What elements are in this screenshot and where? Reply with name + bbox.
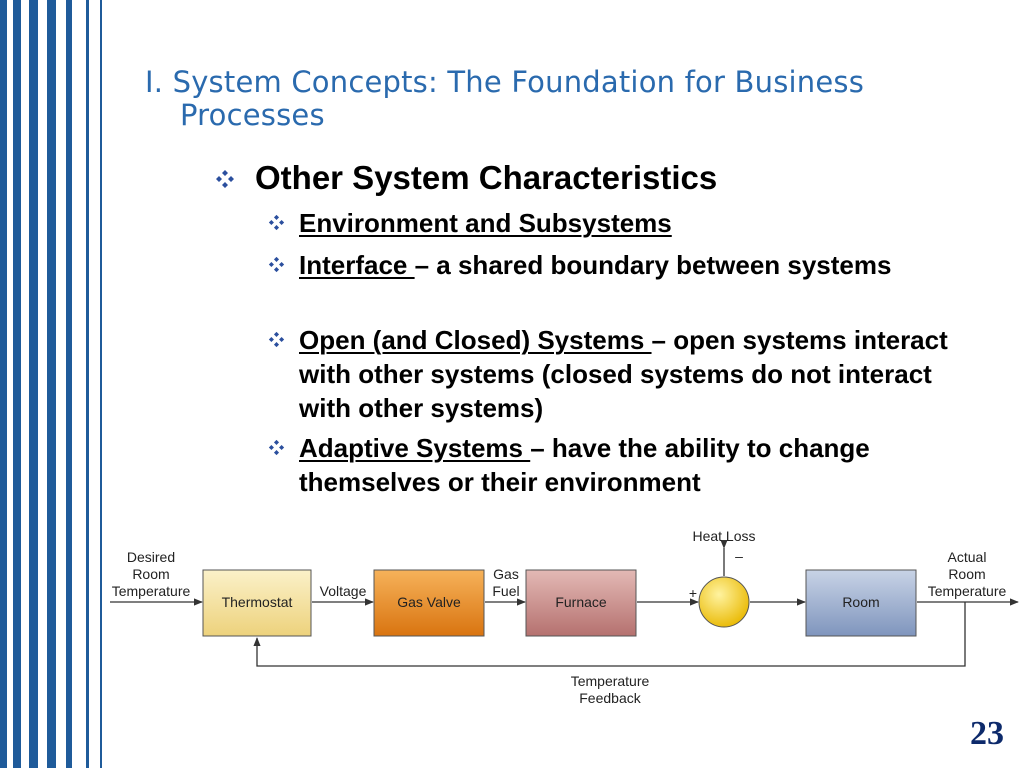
sub-bullet-interface: Interface – a shared boundary between sy… [268, 248, 983, 282]
feedback-loop-line [253, 602, 966, 667]
feedback-label-line1: Temperature [571, 673, 650, 689]
thermostat-label: Thermostat [222, 594, 293, 610]
output-label-line1: Actual [948, 549, 987, 565]
output-label-line3: Temperature [928, 583, 1007, 599]
left-stripe-2 [13, 0, 21, 768]
sub-bullet-term: Open (and Closed) Systems [299, 325, 652, 355]
slide-title-line2: Processes [180, 98, 325, 132]
four-diamond-bullet-icon [268, 214, 285, 231]
summing-junction [698, 576, 750, 628]
input-label-line1: Desired [127, 549, 175, 565]
left-stripe-7 [100, 0, 102, 768]
furnace-block [525, 569, 637, 637]
thermostat-block [202, 569, 312, 637]
gas-valve-label: Gas Valve [397, 594, 461, 610]
gas-fuel-label-line2: Fuel [492, 583, 519, 599]
left-stripe-1 [0, 0, 7, 768]
gas-fuel-label-line1: Gas [493, 566, 519, 582]
left-stripe-5 [66, 0, 72, 768]
sub-bullet-term: Environment and Subsystems [299, 208, 672, 238]
sub-bullet-environment: Environment and Subsystems [268, 206, 983, 240]
feedback-label-line2: Feedback [579, 690, 641, 706]
furnace-label: Furnace [555, 594, 607, 610]
input-label-line2: Room [132, 566, 169, 582]
sub-bullet-term: Adaptive Systems [299, 433, 531, 463]
left-stripe-6 [86, 0, 89, 768]
sub-bullet-rest: – a shared boundary between systems [414, 250, 892, 280]
room-label: Room [842, 594, 879, 610]
main-bullet: Other System Characteristics [215, 158, 815, 198]
room-block [805, 569, 917, 637]
minus-sign: – [735, 548, 743, 564]
four-diamond-bullet-icon [268, 256, 285, 273]
four-diamond-bullet-icon [268, 439, 285, 456]
left-stripe-4 [47, 0, 56, 768]
voltage-label: Voltage [320, 583, 367, 599]
plus-sign: + [689, 585, 697, 601]
gas-valve-block [373, 569, 485, 637]
feedback-control-diagram: Desired Room Temperature Thermostat Volt… [110, 528, 1019, 706]
input-label-line3: Temperature [112, 583, 191, 599]
slide-title: I. System Concepts: The Foundation for B… [145, 66, 1005, 132]
slide-title-line1: I. System Concepts: The Foundation for B… [145, 65, 865, 99]
main-bullet-text: Other System Characteristics [255, 159, 718, 196]
page-number: 23 [970, 715, 1004, 752]
sub-bullet-rest: – have the ability to change themselves … [299, 433, 870, 497]
sub-bullet-rest: – open systems interact with other syste… [299, 325, 948, 423]
output-label-line2: Room [948, 566, 985, 582]
sub-bullet-term: Interface [299, 250, 415, 280]
four-diamond-bullet-icon [268, 331, 285, 348]
sub-bullet-open-closed: Open (and Closed) Systems – open systems… [268, 323, 983, 425]
sub-bullet-adaptive: Adaptive Systems – have the ability to c… [268, 431, 983, 499]
left-stripe-3 [29, 0, 38, 768]
four-diamond-bullet-icon [216, 170, 234, 188]
heat-loss-label: Heat Loss [692, 528, 755, 544]
